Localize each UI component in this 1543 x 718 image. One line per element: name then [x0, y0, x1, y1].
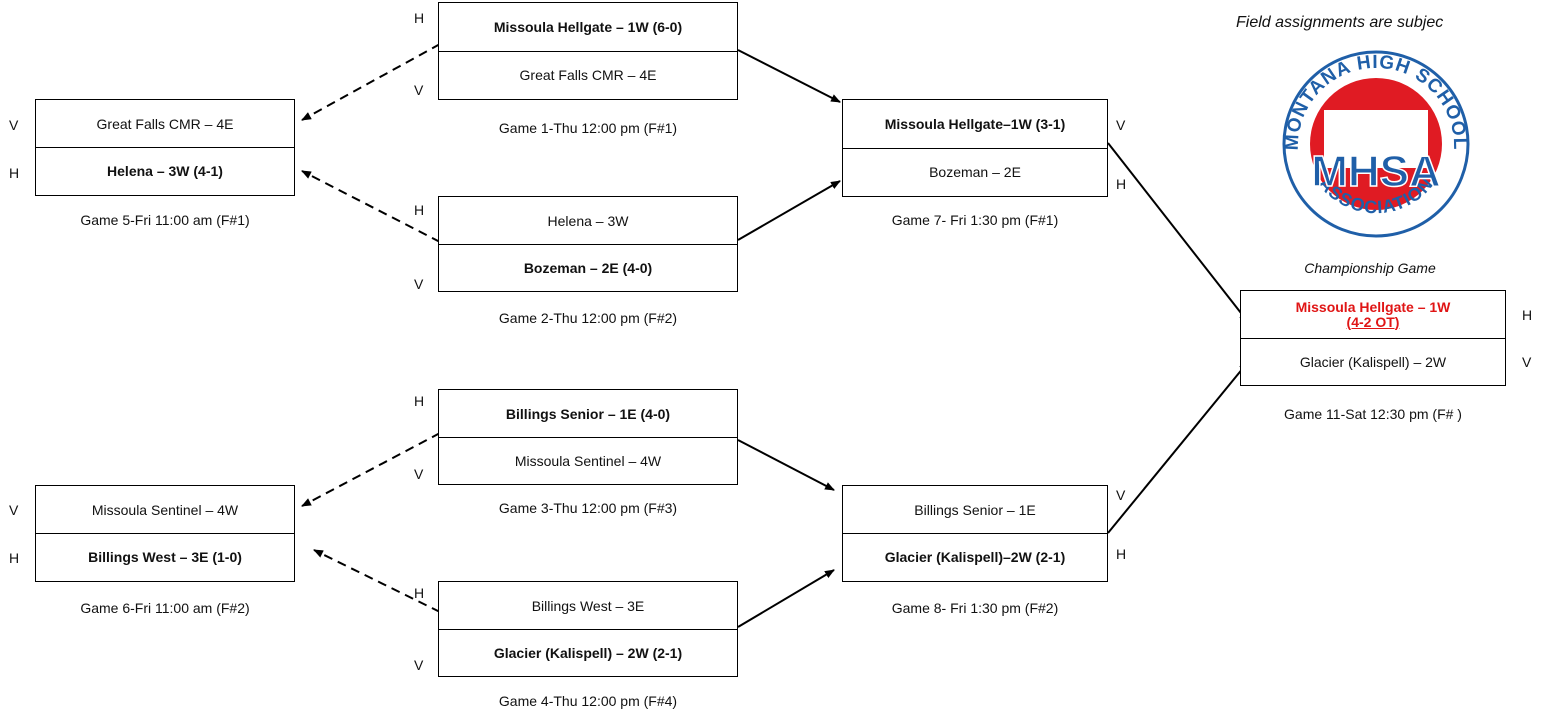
arrow-g7-to-g11 — [1107, 142, 1249, 323]
game-1-v-label: V — [414, 82, 424, 98]
arrow-g2-to-g7 — [737, 180, 841, 241]
game-3-visitor-team: Missoula Sentinel – 4W — [439, 437, 737, 483]
game-2-h-label: H — [414, 202, 425, 218]
game-11-winner-name: Missoula Hellgate – 1W — [1295, 298, 1451, 315]
field-assignment-note: Field assignments are subjec — [1236, 14, 1444, 31]
game-8-caption: Game 8- Fri 1:30 pm (F#2) — [891, 600, 1059, 616]
dashed-g4-to-g6 — [313, 549, 441, 613]
game-2-visitor-team: Bozeman – 2E (4-0) — [439, 244, 737, 290]
game-6-caption: Game 6-Fri 11:00 am (F#2) — [80, 600, 250, 616]
game-8-box: Billings Senior – 1E Glacier (Kalispell)… — [842, 485, 1108, 582]
game-11-v-label: V — [1522, 354, 1532, 370]
game-5-caption: Game 5-Fri 11:00 am (F#1) — [80, 212, 250, 228]
dashed-g3-to-g6 — [301, 432, 441, 507]
game-3-h-label: H — [414, 393, 425, 409]
game-11-caption: Game 11-Sat 12:30 pm (F# ) — [1284, 406, 1462, 422]
game-7-h-label: H — [1116, 176, 1127, 192]
game-3-caption: Game 3-Thu 12:00 pm (F#3) — [498, 500, 678, 516]
game-8-v-label: V — [1116, 487, 1126, 503]
game-1-visitor-team: Great Falls CMR – 4E — [439, 51, 737, 98]
game-2-caption: Game 2-Thu 12:00 pm (F#2) — [498, 310, 678, 326]
game-7-caption: Game 7- Fri 1:30 pm (F#1) — [891, 212, 1059, 228]
game-5-v-label: V — [9, 117, 19, 133]
game-7-home-team: Bozeman – 2E — [843, 148, 1107, 195]
dashed-g2-to-g5 — [301, 170, 441, 243]
game-4-visitor-team: Glacier (Kalispell) – 2W (2-1) — [439, 629, 737, 675]
game-1-h-label: H — [414, 10, 425, 26]
championship-label: Championship Game — [1304, 260, 1436, 276]
game-1-box: Missoula Hellgate – 1W (6-0) Great Falls… — [438, 2, 738, 100]
game-11-winner-team: Missoula Hellgate – 1W (4-2 OT) — [1241, 291, 1505, 338]
game-6-visitor-team: Missoula Sentinel – 4W — [91, 501, 239, 518]
game-11-winner-score: (4-2 OT) — [1346, 313, 1400, 330]
arrow-g1-to-g7 — [737, 49, 841, 103]
game-5-visitor-team: Great Falls CMR – 4E — [96, 115, 234, 132]
game-1-home-team: Missoula Hellgate – 1W (6-0) — [493, 19, 683, 35]
game-6-box: Missoula Sentinel – 4W Billings West – 3… — [35, 485, 295, 582]
game-7-v-label: V — [1116, 117, 1126, 133]
dashed-g1-to-g5 — [301, 43, 441, 121]
game-11-box: Missoula Hellgate – 1W (4-2 OT) Glacier … — [1240, 290, 1506, 386]
game-8-h-label: H — [1116, 546, 1127, 562]
game-8-visitor-team: Billings Senior – 1E — [914, 501, 1036, 518]
game-4-caption: Game 4-Thu 12:00 pm (F#4) — [498, 693, 678, 709]
logo-center-text: MHSA — [1311, 147, 1441, 196]
game-11-runnerup-team: Glacier (Kalispell) – 2W — [1241, 338, 1505, 384]
game-4-v-label: V — [414, 657, 424, 673]
game-5-box: Great Falls CMR – 4E Helena – 3W (4-1) — [35, 99, 295, 196]
game-3-home-team: Billings Senior – 1E (4-0) — [505, 405, 671, 422]
game-8-home-team: Glacier (Kalispell)–2W (2-1) — [843, 533, 1107, 580]
game-2-home-team: Helena – 3W — [547, 212, 629, 229]
game-4-home-team: Billings West – 3E — [531, 597, 645, 614]
game-4-h-label: H — [414, 585, 425, 601]
game-3-box: Billings Senior – 1E (4-0) Missoula Sent… — [438, 389, 738, 485]
arrow-g4-to-g8 — [737, 569, 835, 628]
game-11-h-label: H — [1522, 307, 1533, 323]
game-6-v-label: V — [9, 502, 19, 518]
game-7-box: Missoula Hellgate–1W (3-1) Bozeman – 2E — [842, 99, 1108, 197]
arrow-g8-to-g11 — [1107, 361, 1249, 534]
arrow-g3-to-g8 — [737, 439, 835, 491]
game-5-h-label: H — [9, 165, 20, 181]
game-5-home-team: Helena – 3W (4-1) — [36, 147, 294, 194]
game-6-home-team: Billings West – 3E (1-0) — [36, 533, 294, 580]
game-3-v-label: V — [414, 466, 424, 482]
game-7-visitor-team: Missoula Hellgate–1W (3-1) — [884, 116, 1066, 132]
game-4-box: Billings West – 3E Glacier (Kalispell) –… — [438, 581, 738, 677]
game-2-box: Helena – 3W Bozeman – 2E (4-0) — [438, 196, 738, 292]
game-2-v-label: V — [414, 276, 424, 292]
game-6-h-label: H — [9, 550, 20, 566]
game-1-caption: Game 1-Thu 12:00 pm (F#1) — [498, 120, 678, 136]
mhsa-logo: MONTANA HIGH SCHOOL ASSOCIATION MHSA — [1282, 50, 1470, 238]
